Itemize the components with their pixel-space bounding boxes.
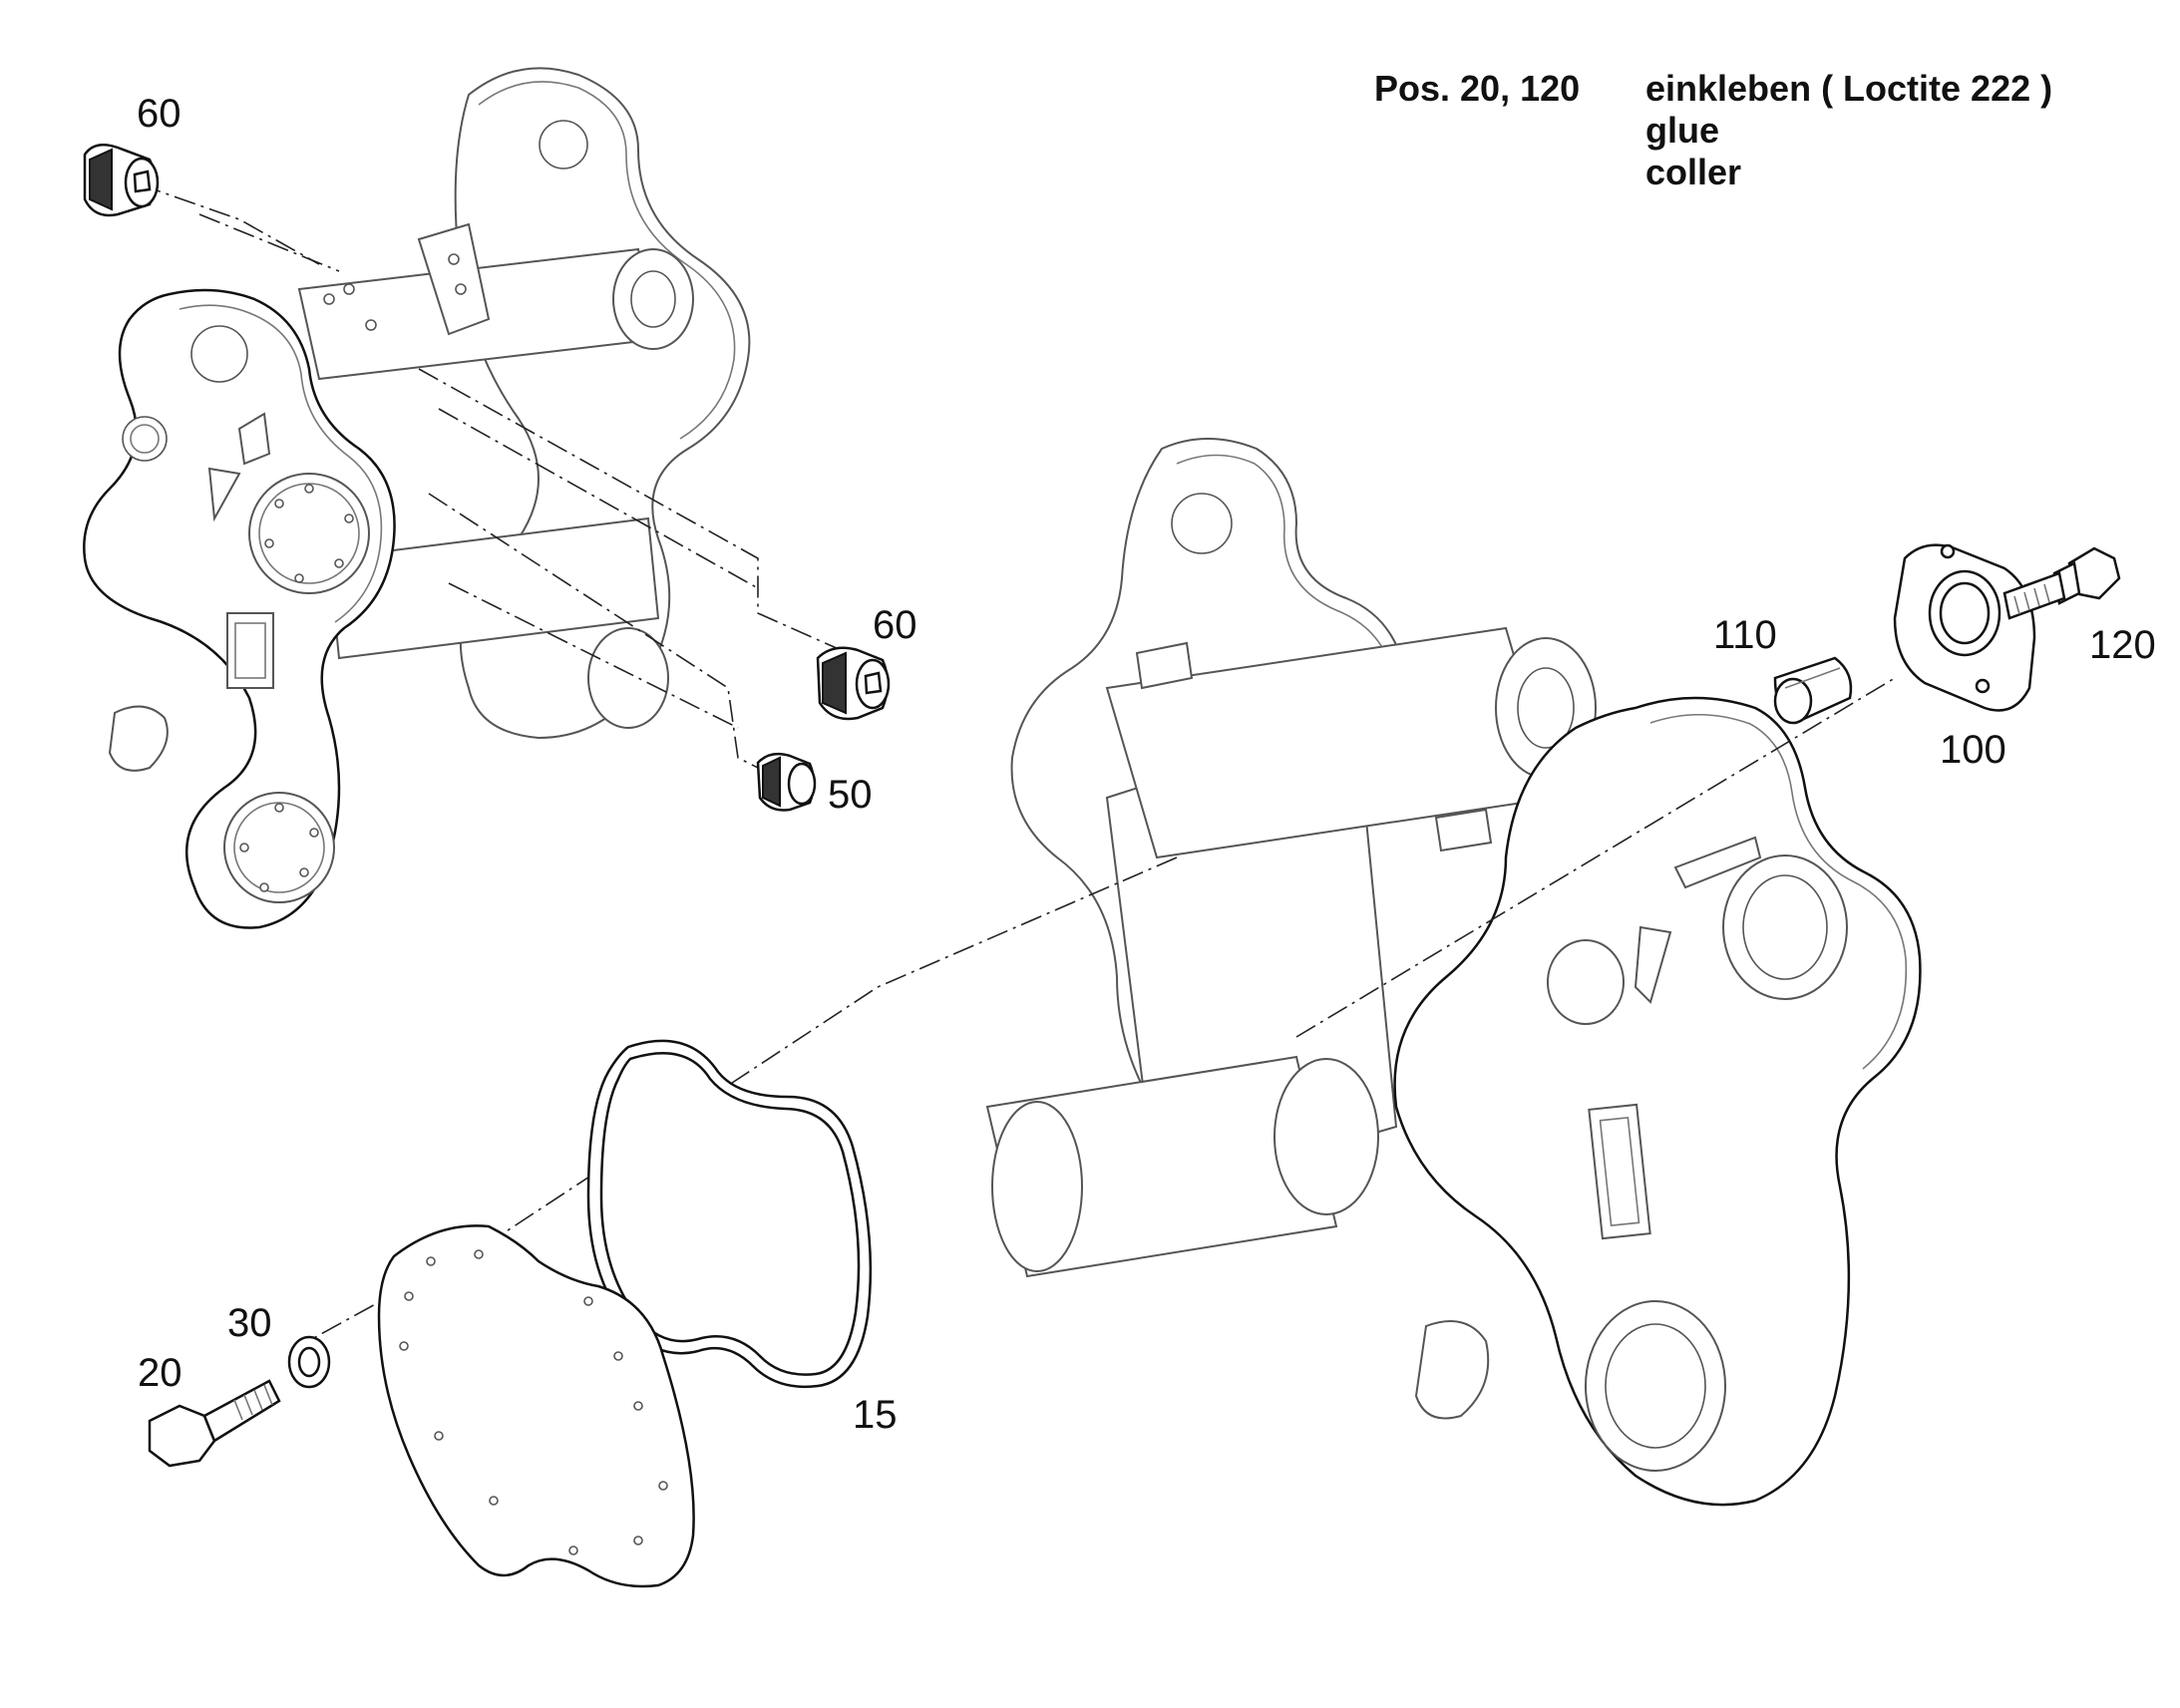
- small-quick-coupler-assembly: [83, 67, 751, 929]
- callout-50: 50: [828, 773, 873, 817]
- callout-15: 15: [853, 1393, 898, 1437]
- note-instructions: einkleben ( Loctite 222 ) glue coller: [1645, 68, 2052, 193]
- cover-plate: [377, 1224, 695, 1588]
- note-line-en: glue: [1645, 110, 1720, 151]
- note-line-fr: coller: [1645, 152, 1742, 192]
- bolt-120: [2002, 546, 2121, 620]
- large-quick-coupler-assembly: [985, 438, 1922, 1507]
- callout-100: 100: [1940, 728, 2006, 772]
- flange-100: [1893, 543, 2036, 712]
- callout-20: 20: [138, 1351, 182, 1395]
- bushing-110: [1773, 656, 1853, 725]
- washer-30: [287, 1335, 331, 1389]
- plug-60-mid: [816, 646, 891, 721]
- callout-120: 120: [2089, 623, 2156, 667]
- plug-60-top: [83, 143, 160, 217]
- gasket-15: [586, 1039, 873, 1388]
- plug-50: [756, 752, 817, 812]
- callout-30: 30: [227, 1301, 272, 1345]
- note-positions: Pos. 20, 120: [1374, 68, 1581, 109]
- bolt-20: [148, 1379, 281, 1468]
- note-line-de: einkleben ( Loctite 222 ): [1645, 68, 2053, 109]
- callout-60-mid: 60: [873, 603, 917, 647]
- callout-110: 110: [1713, 613, 1777, 657]
- callout-60-top: 60: [137, 92, 182, 136]
